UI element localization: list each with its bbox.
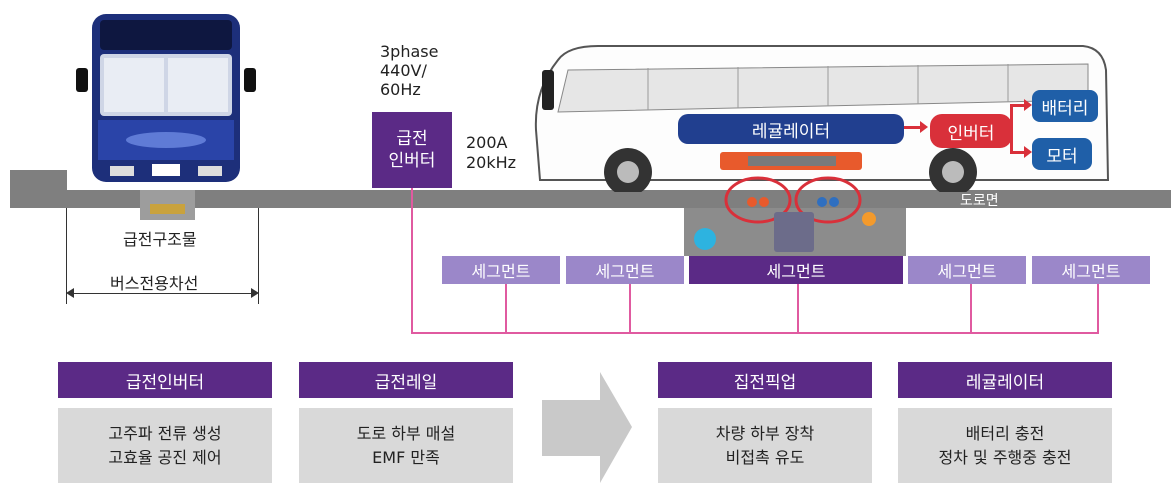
road-label: 도로면 bbox=[960, 193, 999, 209]
inverter-box-line: 급전 bbox=[396, 129, 428, 149]
feature-line: 배터리 충전 bbox=[965, 423, 1045, 443]
lane-dimension-line bbox=[70, 293, 254, 294]
output-spec-line: 20kHz bbox=[466, 153, 517, 172]
feature-title: 급전레일 bbox=[299, 362, 513, 398]
feeding-inverter-box: 급전 인버터 bbox=[372, 112, 452, 188]
pickup-coil bbox=[748, 156, 836, 166]
rail-cable-module bbox=[774, 212, 814, 252]
battery-label: 배터리 bbox=[1041, 98, 1089, 119]
feature-line: 고효율 공진 제어 bbox=[108, 447, 222, 467]
feature-body: 차량 하부 장착 비접촉 유도 bbox=[658, 408, 872, 483]
regulator-label: 레귤레이터 bbox=[751, 121, 831, 142]
inverter-box-line: 인버터 bbox=[388, 151, 436, 171]
feature-body: 도로 하부 매설 EMF 만족 bbox=[299, 408, 513, 483]
segment-active: 세그먼트 bbox=[689, 256, 903, 284]
rail-right-node bbox=[862, 212, 876, 226]
segment: 세그먼트 bbox=[442, 256, 560, 284]
magnetic-field-loops bbox=[718, 170, 868, 240]
feeder-drop bbox=[505, 284, 507, 332]
feature-title: 레귤레이터 bbox=[898, 362, 1112, 398]
segment: 세그먼트 bbox=[908, 256, 1026, 284]
feature-title: 급전인버터 bbox=[58, 362, 272, 398]
lane-arrow-right bbox=[251, 288, 259, 298]
bus-front-image bbox=[70, 8, 260, 188]
motor-pill: 모터 bbox=[1032, 138, 1092, 170]
inverter-to-motor-arrow bbox=[1010, 151, 1028, 154]
regulator-to-inverter-arrow bbox=[904, 126, 924, 129]
feeding-structure-core bbox=[150, 204, 185, 214]
feeder-horizontal bbox=[411, 332, 1099, 334]
feature-line: 도로 하부 매설 bbox=[356, 423, 456, 443]
power-spec-line: 3phase bbox=[380, 42, 439, 61]
structure-label: 급전구조물 bbox=[123, 230, 197, 249]
feature-line: EMF 만족 bbox=[372, 447, 440, 467]
feeder-drop bbox=[797, 284, 799, 332]
feature-body: 고주파 전류 생성 고효율 공진 제어 bbox=[58, 408, 272, 483]
feature-title: 집전픽업 bbox=[658, 362, 872, 398]
feeder-drop bbox=[629, 284, 631, 332]
output-spec-line: 200A bbox=[466, 133, 508, 152]
power-spec: 3phase 440V/ 60Hz bbox=[380, 42, 438, 99]
inverter-to-battery-arrowhead bbox=[1024, 99, 1032, 111]
regulator-to-inverter-arrowhead bbox=[920, 121, 928, 133]
battery-pill: 배터리 bbox=[1032, 90, 1098, 122]
inverter-to-motor-arrowhead bbox=[1024, 146, 1032, 158]
output-spec: 200A 20kHz bbox=[466, 133, 516, 173]
power-spec-line: 440V/ bbox=[380, 61, 427, 80]
rail-left-node bbox=[694, 228, 716, 250]
segment: 세그먼트 bbox=[566, 256, 684, 284]
feeder-vertical bbox=[411, 188, 413, 334]
lane-right-tick bbox=[258, 208, 259, 304]
feature-line: 비접촉 유도 bbox=[725, 447, 805, 467]
road-surface bbox=[10, 190, 1171, 208]
feeder-drop bbox=[1097, 284, 1099, 332]
motor-label: 모터 bbox=[1046, 146, 1078, 167]
inverter-pill: 인버터 bbox=[930, 114, 1012, 148]
feature-line: 차량 하부 장착 bbox=[715, 423, 815, 443]
inverter-branch-vertical bbox=[1010, 104, 1013, 154]
feature-body: 배터리 충전 정차 및 주행중 충전 bbox=[898, 408, 1112, 483]
inverter-to-battery-arrow bbox=[1010, 104, 1028, 107]
lane-arrow-left bbox=[66, 288, 74, 298]
feeder-drop bbox=[970, 284, 972, 332]
inverter-label: 인버터 bbox=[947, 123, 995, 144]
lane-label: 버스전용차선 bbox=[110, 274, 199, 293]
process-arrow-icon bbox=[542, 372, 632, 483]
feature-line: 정차 및 주행중 충전 bbox=[938, 447, 1072, 467]
segment: 세그먼트 bbox=[1032, 256, 1150, 284]
power-spec-line: 60Hz bbox=[380, 80, 421, 99]
feature-line: 고주파 전류 생성 bbox=[108, 423, 222, 443]
lane-left-tick bbox=[66, 208, 67, 304]
regulator-bar: 레귤레이터 bbox=[678, 114, 904, 144]
